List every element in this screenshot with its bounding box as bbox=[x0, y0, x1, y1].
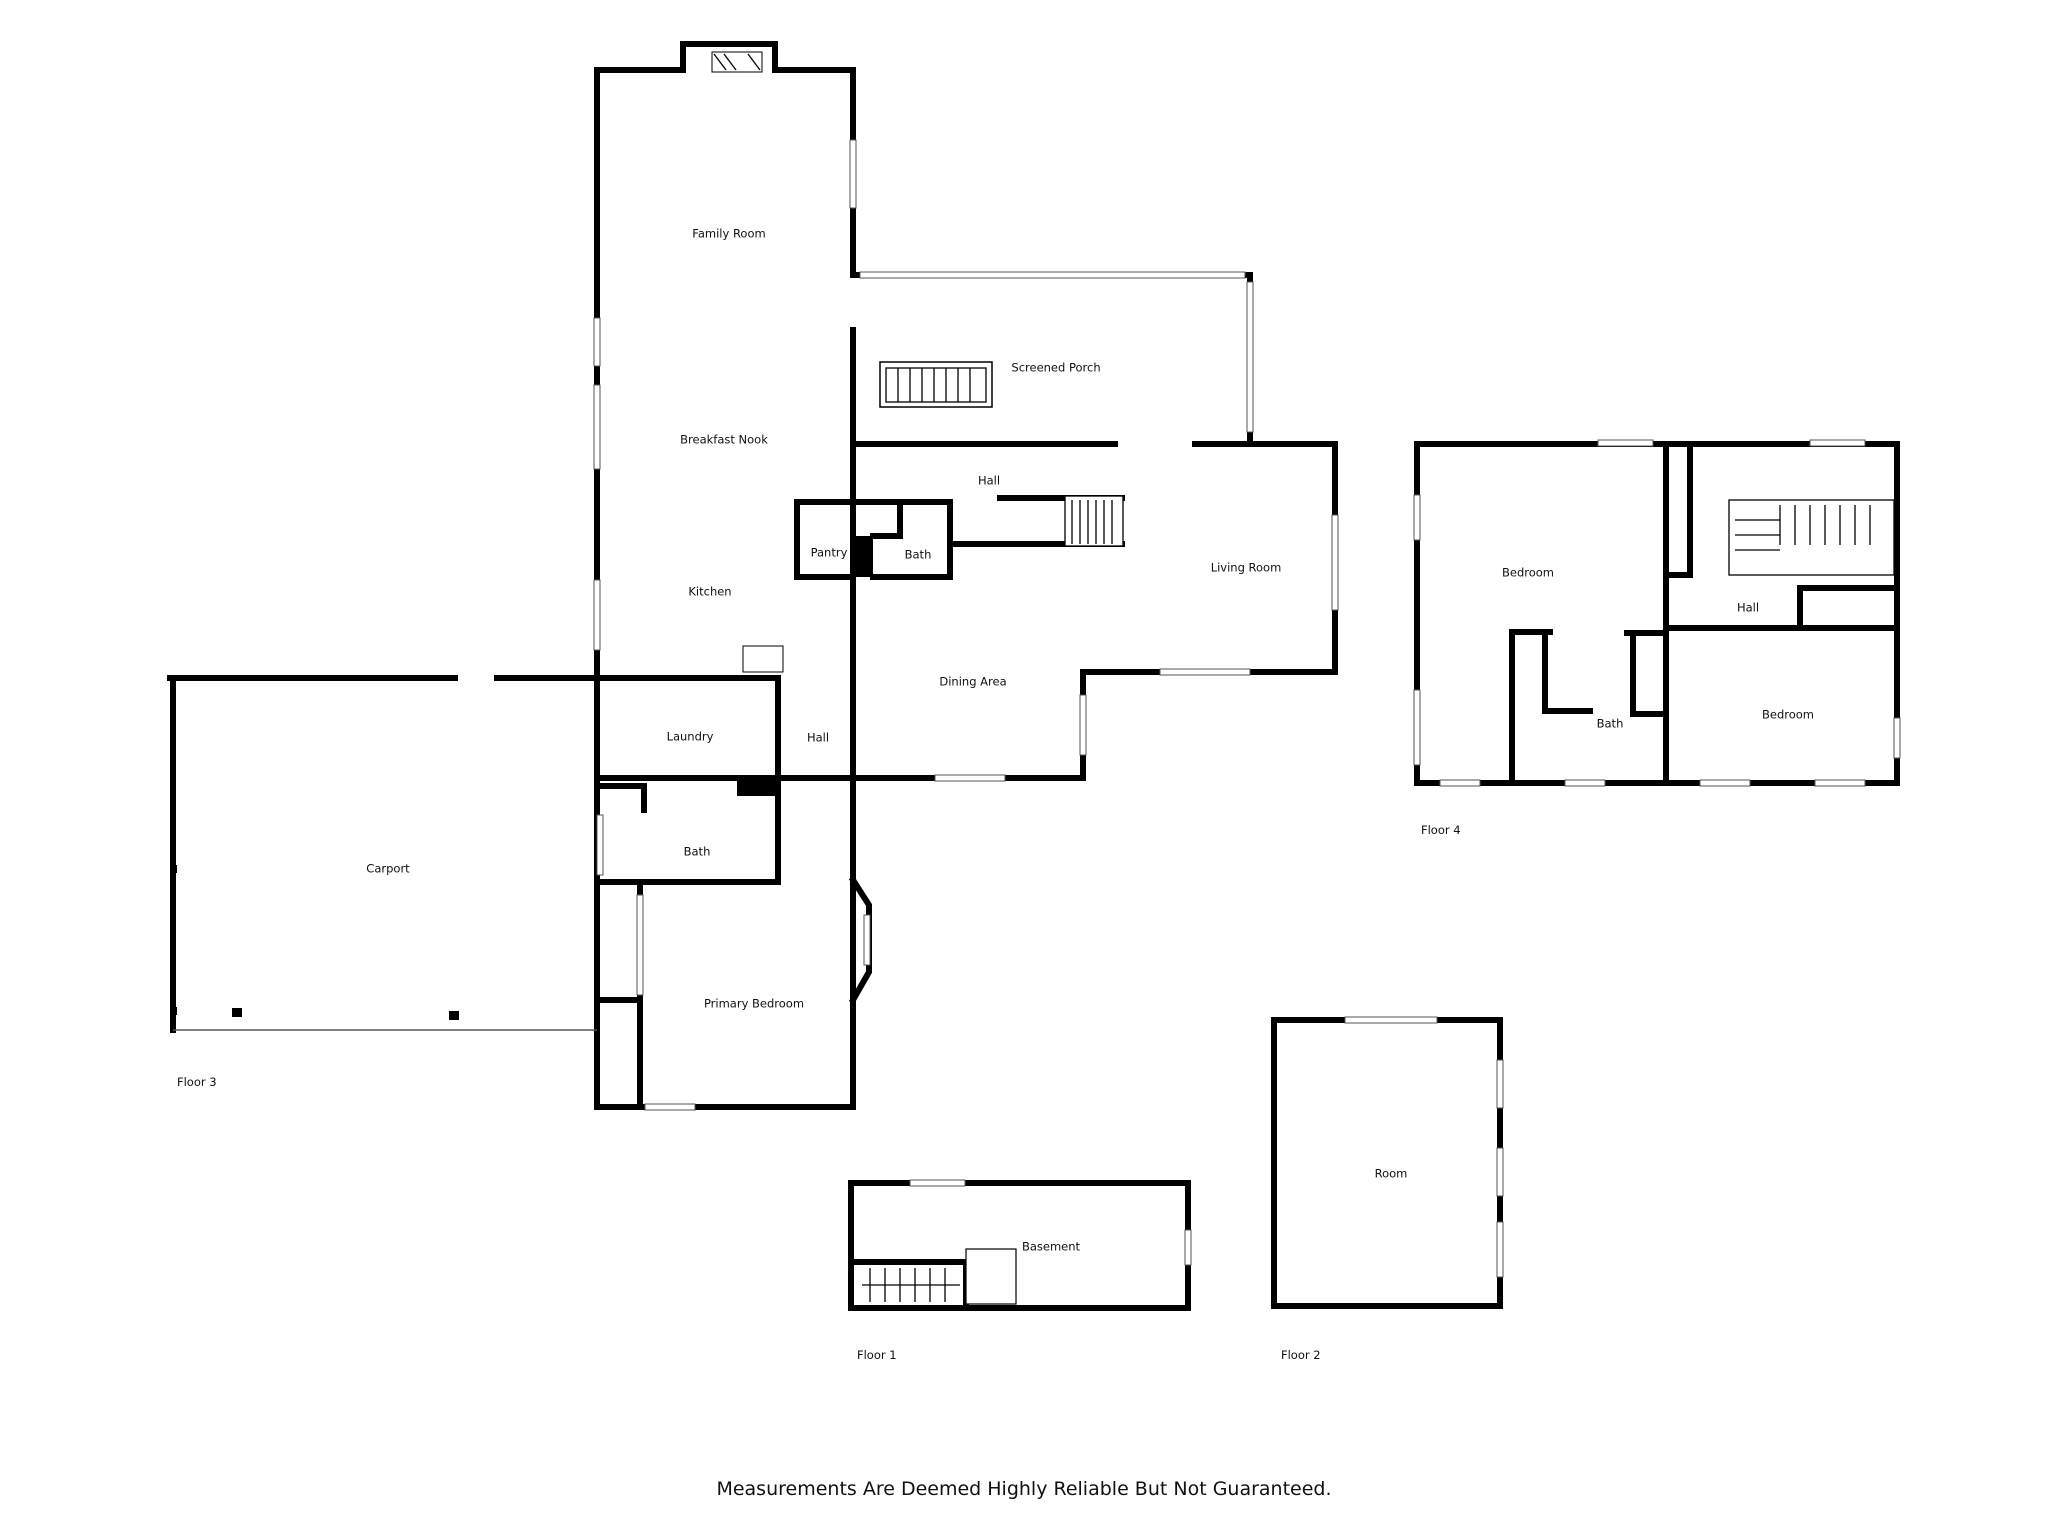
room-label-hall-upper: Hall bbox=[1737, 601, 1759, 615]
floor-label-1: Floor 1 bbox=[857, 1348, 897, 1362]
floor-label-2: Floor 2 bbox=[1281, 1348, 1321, 1362]
room-label-screened-porch: Screened Porch bbox=[1011, 361, 1100, 375]
floor-label-4: Floor 4 bbox=[1421, 823, 1461, 837]
floor-3-plan bbox=[167, 41, 1339, 1111]
room-label-basement: Basement bbox=[1022, 1240, 1081, 1254]
floor-1-plan bbox=[848, 1179, 1192, 1311]
room-labels: Family Room Breakfast Nook Kitchen Scree… bbox=[366, 227, 1814, 1254]
room-label-primary-bedroom: Primary Bedroom bbox=[704, 997, 804, 1011]
room-label-family-room: Family Room bbox=[692, 227, 765, 241]
floor-label-3: Floor 3 bbox=[177, 1075, 217, 1089]
room-label-bedroom-right: Bedroom bbox=[1762, 708, 1814, 722]
room-label-bath: Bath bbox=[905, 548, 932, 562]
room-label-bath-upper: Bath bbox=[1597, 717, 1624, 731]
room-label-pantry: Pantry bbox=[811, 546, 848, 560]
room-label-bedroom-left: Bedroom bbox=[1502, 566, 1554, 580]
floor-labels: Floor 3 Floor 4 Floor 1 Floor 2 bbox=[177, 823, 1461, 1362]
room-label-living-room: Living Room bbox=[1211, 561, 1282, 575]
room-label-hall: Hall bbox=[978, 474, 1000, 488]
disclaimer-text: Measurements Are Deemed Highly Reliable … bbox=[716, 1478, 1332, 1500]
floor-4-plan bbox=[1413, 439, 1901, 787]
room-label-room: Room bbox=[1375, 1167, 1408, 1181]
room-label-hall-lower: Hall bbox=[807, 731, 829, 745]
room-label-bath-lower: Bath bbox=[684, 845, 711, 859]
room-label-breakfast-nook: Breakfast Nook bbox=[680, 433, 768, 447]
room-label-dining-area: Dining Area bbox=[939, 675, 1006, 689]
floor-2-plan bbox=[1271, 1016, 1504, 1309]
room-label-carport: Carport bbox=[366, 862, 410, 876]
room-label-laundry: Laundry bbox=[667, 730, 714, 744]
room-label-kitchen: Kitchen bbox=[688, 585, 731, 599]
